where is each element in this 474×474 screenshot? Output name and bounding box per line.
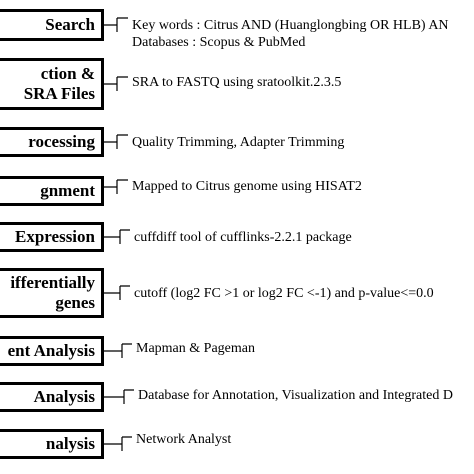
connector-line-enrichment-analysis <box>104 343 132 358</box>
connector-network-analysis <box>104 436 132 451</box>
note-processing-line-1: Quality Trimming, Adapter Trimming <box>132 135 345 150</box>
step-box-sra-files-label-2: SRA Files <box>23 84 95 103</box>
note-network-analysis: Network Analyst <box>136 431 231 448</box>
step-box-processing-label: rocessing <box>28 132 95 151</box>
connector-enrichment-analysis <box>104 343 132 358</box>
note-expression-line-1: cuffdiff tool of cufflinks-2.2.1 package <box>134 230 352 245</box>
step-box-functional-analysis-label: Analysis <box>33 387 95 406</box>
note-search-line-1: Key words : Citrus AND (Huanglongbing OR… <box>132 18 449 33</box>
note-alignment: Mapped to Citrus genome using HISAT2 <box>132 178 362 195</box>
connector-functional-analysis <box>104 389 134 404</box>
connector-line-functional-analysis <box>104 389 134 404</box>
step-box-differentially-genes-label-1: ifferentially <box>10 273 95 292</box>
note-enrichment-analysis: Mapman & Pageman <box>136 340 255 357</box>
step-box-enrichment-analysis-label: ent Analysis <box>7 341 95 360</box>
step-box-network-analysis-label: nalysis <box>45 434 95 453</box>
connector-expression <box>104 229 130 244</box>
connector-line-alignment <box>104 179 128 194</box>
connector-search <box>104 17 128 32</box>
connector-line-expression <box>104 229 130 244</box>
step-box-search: Search <box>0 9 104 41</box>
connector-line-search <box>104 17 128 32</box>
note-expression: cuffdiff tool of cufflinks-2.2.1 package <box>134 229 352 246</box>
step-box-enrichment-analysis: ent Analysis <box>0 336 104 366</box>
step-box-alignment-label: gnment <box>40 181 95 200</box>
connector-line-sra-files <box>104 76 128 91</box>
step-box-sra-files-label-1: ction & <box>40 64 95 83</box>
note-sra-files: SRA to FASTQ using sratoolkit.2.3.5 <box>132 74 341 91</box>
step-box-processing: rocessing <box>0 127 104 157</box>
note-enrichment-analysis-line-1: Mapman & Pageman <box>136 341 255 356</box>
connector-line-network-analysis <box>104 436 132 451</box>
note-search: Key words : Citrus AND (Huanglongbing OR… <box>132 17 449 51</box>
connector-alignment <box>104 179 128 194</box>
note-search-line-2: Databases : Scopus & PubMed <box>132 35 306 50</box>
step-box-functional-analysis: Analysis <box>0 382 104 412</box>
step-box-differentially-genes: ifferentially genes <box>0 268 104 318</box>
connector-sra-files <box>104 76 128 91</box>
connector-line-processing <box>104 134 128 149</box>
step-box-differentially-genes-label-2: genes <box>55 293 95 312</box>
step-box-expression-label: Expression <box>15 227 95 246</box>
step-box-search-label: Search <box>45 15 95 34</box>
connector-line-differentially-genes <box>104 285 130 300</box>
connector-processing <box>104 134 128 149</box>
note-alignment-line-1: Mapped to Citrus genome using HISAT2 <box>132 179 362 194</box>
note-sra-files-line-1: SRA to FASTQ using sratoolkit.2.3.5 <box>132 75 342 90</box>
connector-differentially-genes <box>104 285 130 300</box>
step-box-expression: Expression <box>0 222 104 252</box>
note-differentially-genes-line-1: cutoff (log2 FC >1 or log2 FC <-1) and p… <box>134 286 434 301</box>
note-differentially-genes: cutoff (log2 FC >1 or log2 FC <-1) and p… <box>134 285 434 302</box>
note-processing: Quality Trimming, Adapter Trimming <box>132 134 344 151</box>
note-network-analysis-line-1: Network Analyst <box>136 432 232 447</box>
note-functional-analysis: Database for Annotation, Visualization a… <box>138 387 453 404</box>
step-box-sra-files: ction & SRA Files <box>0 58 104 110</box>
step-box-alignment: gnment <box>0 176 104 206</box>
note-functional-analysis-line-1: Database for Annotation, Visualization a… <box>138 388 453 403</box>
step-box-network-analysis: nalysis <box>0 429 104 459</box>
